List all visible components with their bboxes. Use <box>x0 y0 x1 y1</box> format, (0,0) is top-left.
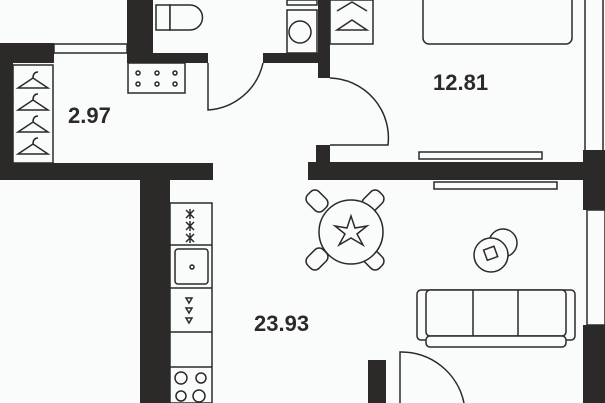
room-area-bedroom: 12.81 <box>433 70 489 95</box>
cooktop <box>127 62 186 94</box>
room-area-living-kitchen: 23.93 <box>254 311 310 336</box>
side-table <box>473 228 518 273</box>
wardrobe-bedroom <box>329 0 374 45</box>
windows <box>53 0 605 326</box>
kitchen-counter <box>169 202 213 403</box>
bed <box>422 0 573 45</box>
sofa <box>416 289 576 348</box>
room-area-hallway: 2.97 <box>68 103 111 128</box>
toilet <box>155 4 204 31</box>
tv-units <box>418 151 558 190</box>
washing-machine <box>286 0 318 54</box>
doors <box>207 62 465 403</box>
wardrobe-hallway <box>12 64 54 164</box>
dining-table <box>305 189 385 271</box>
